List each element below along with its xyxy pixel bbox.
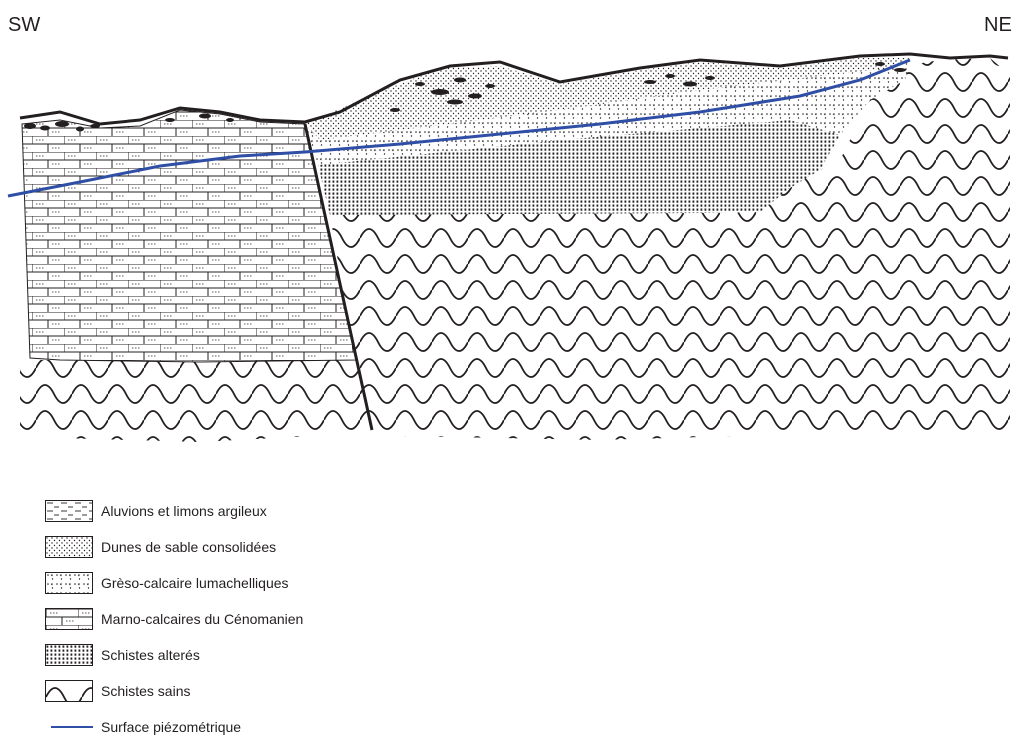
swatch-sparse-dots-icon xyxy=(45,572,93,594)
legend-item-piezometric: Surface piézométrique xyxy=(45,714,241,740)
direction-label-ne: NE xyxy=(984,14,1012,36)
legend-label: Schistes sains xyxy=(101,683,191,699)
legend-label: Marno-calcaires du Cénomanien xyxy=(101,611,304,627)
fault-line xyxy=(303,123,374,431)
piezometric-line-icon xyxy=(51,726,93,728)
legend-item-dunes: Dunes de sable consolidées xyxy=(45,534,276,560)
swatch-dashes-icon xyxy=(45,500,93,522)
legend-label: Aluvions et limons argileux xyxy=(101,503,267,519)
surface-pebbles xyxy=(24,62,906,132)
legend-item-greso: Grèso-calcaire lumachelliques xyxy=(45,570,289,596)
layer-schistes-sains xyxy=(20,58,1010,442)
legend-item-schistes-alteres: Schistes alterés xyxy=(45,642,200,668)
swatch-fine-dots-icon xyxy=(45,536,93,558)
geological-cross-section xyxy=(7,52,1010,442)
piezometric-surface-line xyxy=(7,58,911,198)
swatch-dense-dots-icon xyxy=(45,644,93,666)
legend-item-marno: Marno-calcaires du Cénomanien xyxy=(45,606,303,632)
swatch-waves-icon xyxy=(45,680,93,702)
layer-marno-calcaires xyxy=(21,109,357,363)
legend-label: Grèso-calcaire lumachelliques xyxy=(101,575,289,591)
ground-surface-line xyxy=(19,52,1009,126)
legend-label: Schistes alterés xyxy=(101,647,200,663)
legend-label: Dunes de sable consolidées xyxy=(101,539,277,555)
direction-label-sw: SW xyxy=(8,14,41,36)
legend-label: Surface piézométrique xyxy=(101,719,242,735)
layer-schistes-alteres xyxy=(318,120,840,215)
swatch-bricks-icon xyxy=(45,608,93,630)
legend-item-schistes-sains: Schistes sains xyxy=(45,678,190,704)
legend-item-aluvions: Aluvions et limons argileux xyxy=(45,498,267,524)
